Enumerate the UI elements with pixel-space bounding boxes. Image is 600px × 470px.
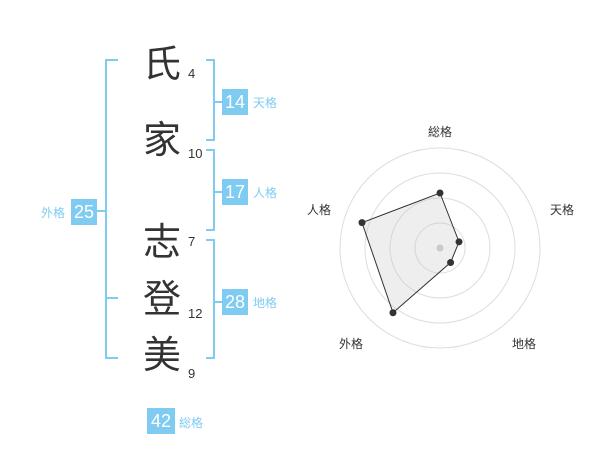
name-char-1: 氏 [142,42,181,86]
radar-point [389,309,397,317]
radar-grid-ring [414,222,466,274]
stroke-count-3: 7 [188,234,196,249]
radar-axis-label-gaikaku: 外格 [339,337,364,351]
tenkaku-label: 天格 [253,96,278,110]
radar-grid-ring [339,147,541,349]
name-char-3: 志 [142,220,181,264]
radar-grid-ring [389,197,491,299]
gaikaku-label: 外格 [41,206,66,220]
jinkaku-label: 人格 [253,186,278,200]
tenkaku-bracket [206,59,215,141]
tenkaku-value: 14 [222,89,248,115]
stroke-count-2: 10 [188,146,203,161]
stroke-count-1: 4 [188,66,196,81]
chikaku-label: 地格 [253,296,278,310]
radar-point [436,189,444,197]
gaikaku-value: 25 [71,199,97,225]
radar-axis-label-chikaku: 地格 [512,337,537,351]
soukaku-value: 42 [147,408,175,434]
chikaku-bracket [206,239,215,359]
radar-grid-ring [364,172,516,324]
stroke-count-4: 12 [188,306,203,321]
gaikaku-bracket [105,59,118,359]
jinkaku-bracket [206,149,215,231]
name-char-4: 登 [142,277,181,321]
radar-axis-label-jinkaku: 人格 [307,203,332,217]
radar-axis-label-tenkaku: 天格 [550,203,575,217]
radar-point [447,259,455,267]
jinkaku-value: 17 [222,179,248,205]
chikaku-value: 28 [222,289,248,315]
soukaku-label: 総格 [179,416,204,430]
radar-axis-label-soukaku: 総格 [428,125,453,139]
stroke-count-5: 9 [188,366,196,381]
radar-point [358,219,366,227]
radar-center-dot [436,244,444,252]
name-char-2: 家 [142,118,181,162]
name-char-5: 美 [142,333,181,377]
radar-point [455,238,463,246]
radar-series-polygon [361,192,460,314]
